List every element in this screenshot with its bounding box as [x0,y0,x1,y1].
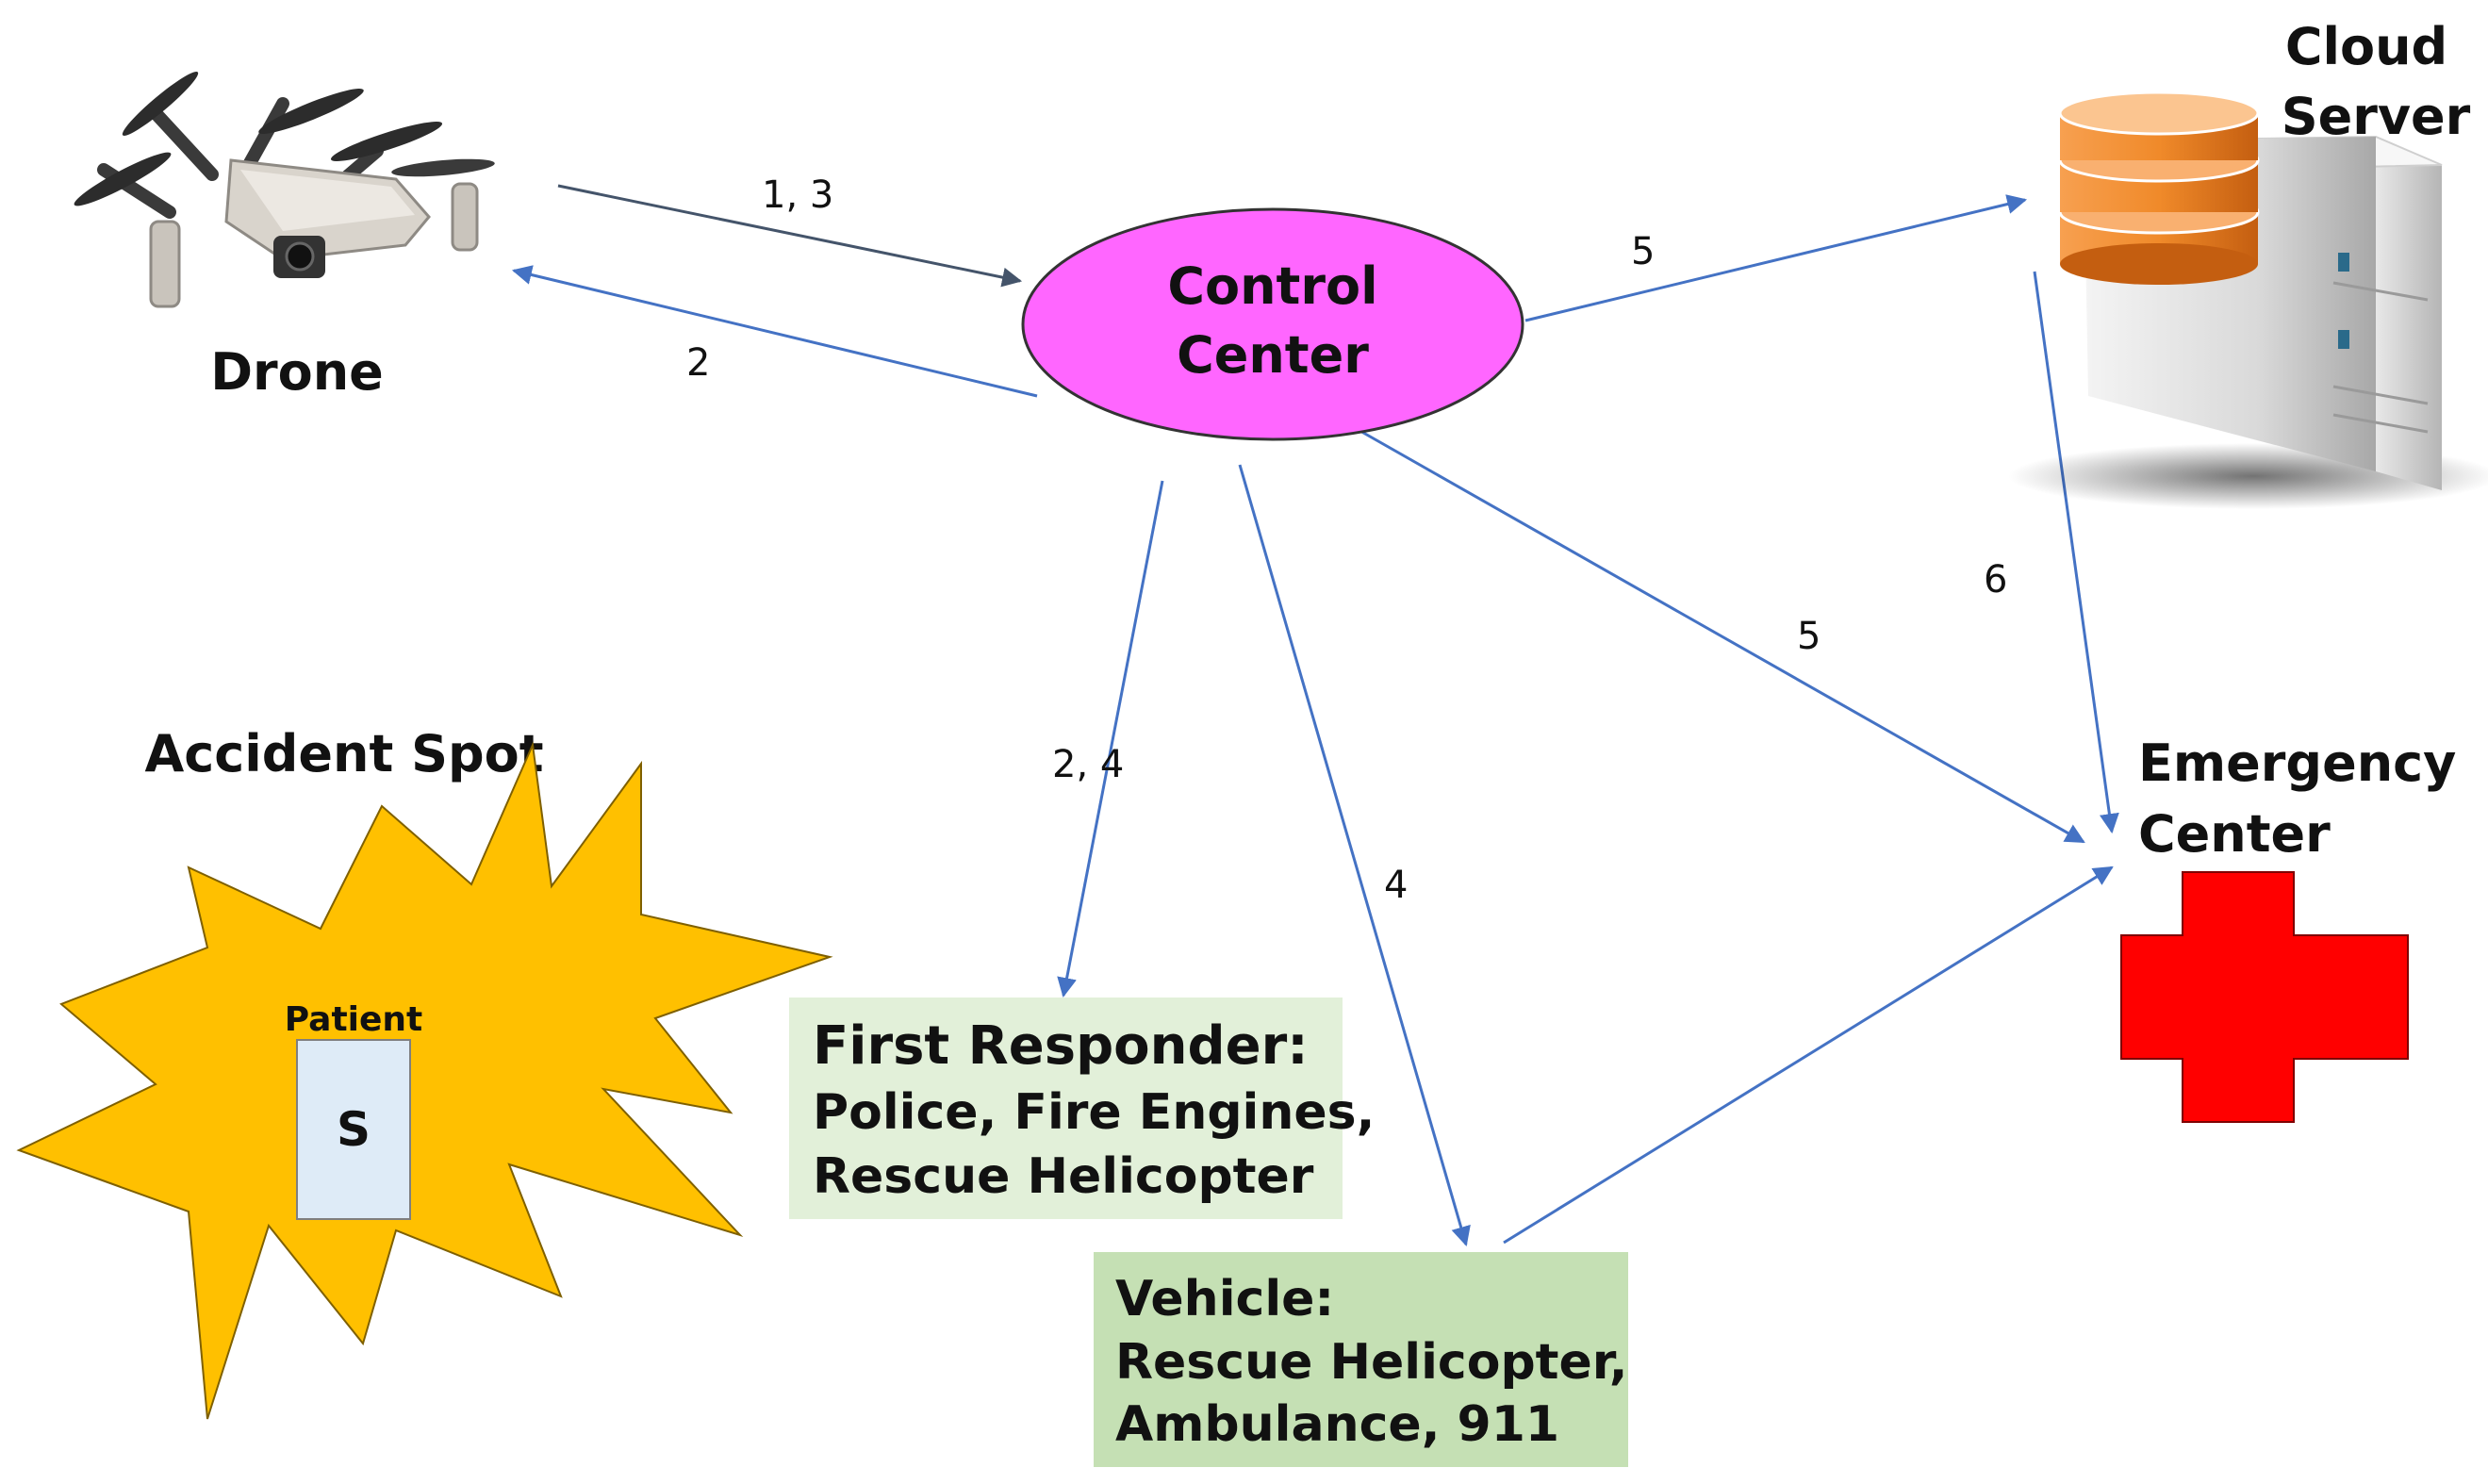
edge-control-to-drone [511,265,1038,398]
cloud-server-node: Cloud Server [2008,17,2488,509]
accident-spot-label: Accident Spot [144,724,543,783]
drone-label: Drone [210,342,384,402]
accident-spot-node: Accident Spot Patient S [16,724,833,1420]
first-responder-line3: Rescue Helicopter [813,1148,1314,1205]
edge-vehicle-to-emergency [1503,866,2114,1245]
edge-control-to-cloud [1524,194,2028,322]
patient-label: Patient [285,1000,423,1039]
edge-control-to-first-responder [1057,480,1164,998]
emergency-center-node: Emergency Center [2120,734,2456,1123]
edge-label-1-3: 1, 3 [762,173,833,217]
control-center-node: Control Center [1021,207,1524,441]
edge-cloud-to-emergency [2033,271,2119,834]
edge-control-to-emergency [1343,420,2085,844]
emergency-center-label-line2: Center [2138,804,2331,864]
drone-node: Drone [74,72,495,402]
vehicle-title: Vehicle: [1115,1271,1334,1327]
vehicle-line2: Rescue Helicopter, [1115,1334,1628,1391]
edge-label-4: 4 [1384,864,1408,907]
control-center-ellipse [1021,207,1524,441]
accident-starburst [16,741,833,1420]
edge-label-2-4: 2, 4 [1052,743,1124,786]
emergency-center-label-line1: Emergency [2138,734,2456,793]
cloud-server-label-line1: Cloud [2285,17,2447,76]
vehicle-line3: Ambulance, 911 [1115,1396,1559,1453]
first-responder-node: First Responder: Police, Fire Engines, R… [789,998,1375,1219]
edge-control-to-vehicle [1238,464,1471,1247]
edge-label-5-cloud: 5 [1631,230,1655,273]
red-cross-icon [2120,871,2409,1123]
first-responder-line2: Police, Fire Engines, [813,1084,1375,1141]
drone-icon [74,72,495,308]
server-icon [2008,91,2488,509]
first-responder-title: First Responder: [813,1015,1309,1077]
first-responder-box [789,998,1343,1219]
edge-label-6: 6 [1984,558,2007,602]
edge-label-2: 2 [686,341,710,385]
patient-box [296,1039,411,1220]
cloud-server-label-line2: Server [2282,87,2471,146]
control-center-label-line1: Control [1167,256,1377,316]
database-icon [2058,91,2260,285]
vehicle-box [1094,1252,1628,1467]
patient-mark: S [337,1102,371,1157]
control-center-label-line2: Center [1177,325,1369,385]
edge-drone-to-control [557,184,1023,288]
vehicle-node: Vehicle: Rescue Helicopter, Ambulance, 9… [1094,1252,1628,1467]
edge-label-5-emergency: 5 [1797,615,1821,658]
